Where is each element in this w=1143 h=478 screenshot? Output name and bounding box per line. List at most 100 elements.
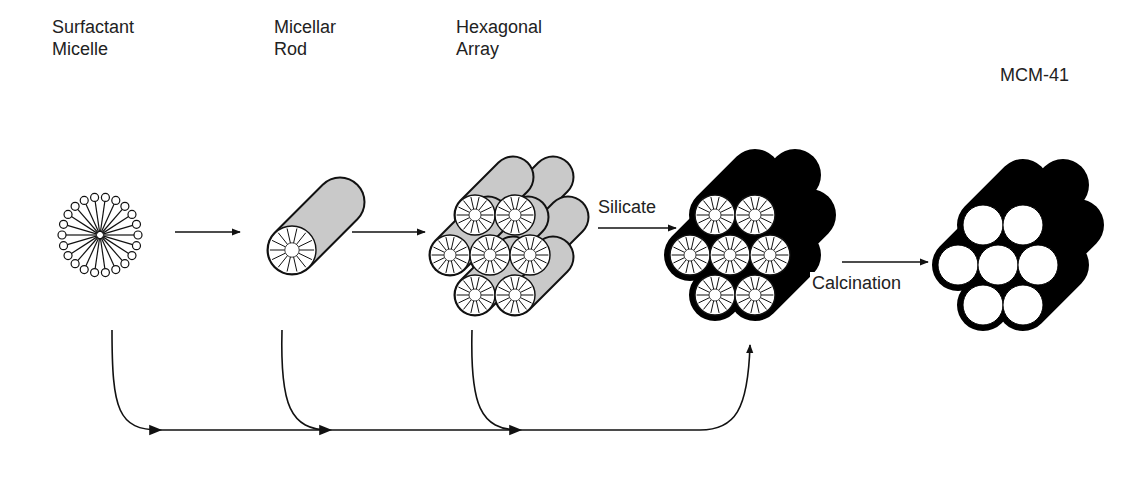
surfactant-tail [67, 236, 97, 245]
stroke [691, 237, 694, 249]
stroke [775, 247, 786, 252]
stroke [719, 241, 727, 251]
surfactant-tail [95, 201, 99, 232]
surfactant-head [60, 220, 68, 228]
stroke [753, 247, 764, 252]
empty-pore [1003, 205, 1043, 245]
rod-core [709, 289, 721, 301]
stroke [698, 218, 709, 223]
surfactant-head [121, 260, 129, 268]
micellar-rod [268, 202, 340, 274]
stroke [272, 253, 285, 259]
empty-pore [963, 285, 1003, 325]
stroke [464, 201, 472, 211]
step-label: Calcination [810, 272, 903, 294]
stroke [495, 258, 506, 263]
rod-core [509, 289, 521, 301]
stroke [672, 255, 684, 256]
stroke [471, 221, 474, 233]
rod-core [484, 249, 496, 261]
surfactant-head [64, 252, 72, 260]
stroke [704, 220, 712, 230]
stroke [446, 237, 449, 249]
stroke [520, 207, 531, 212]
stroke [498, 207, 509, 212]
stroke [526, 261, 529, 273]
stroke [771, 261, 774, 273]
stroke [464, 220, 472, 230]
stroke [519, 220, 527, 230]
stroke [298, 253, 311, 259]
stroke [738, 218, 749, 223]
rod-core [764, 249, 776, 261]
stroke [711, 301, 714, 313]
stroke [521, 295, 533, 296]
stroke [744, 300, 752, 310]
rod-end-face [455, 275, 495, 315]
stroke [673, 247, 684, 252]
rod-end-face [750, 235, 790, 275]
stroke [472, 255, 484, 256]
stroke [759, 220, 767, 230]
rod-end-face [470, 235, 510, 275]
stroke [720, 298, 731, 303]
surfactant-head [80, 196, 88, 204]
stroke [760, 287, 771, 292]
stroke [479, 220, 487, 230]
stage-label: Hexagonal Array [456, 16, 566, 60]
stroke [734, 260, 742, 270]
stroke [504, 281, 512, 291]
stroke [686, 237, 689, 249]
stroke [519, 300, 527, 310]
rod-end-face [268, 226, 316, 274]
stroke [287, 257, 290, 272]
stroke [719, 201, 727, 211]
surfactant-tail [103, 237, 129, 254]
stroke [519, 281, 527, 291]
stroke [491, 237, 494, 249]
stroke [513, 258, 524, 263]
stroke [481, 215, 493, 216]
rod-core [444, 249, 456, 261]
stroke [756, 277, 759, 289]
surfactant-head [112, 266, 120, 274]
stroke [719, 260, 727, 270]
stroke [504, 201, 512, 211]
rod-core [724, 249, 736, 261]
surfactant-head [101, 193, 109, 201]
stroke [516, 221, 519, 233]
hexagonal-array [430, 177, 568, 315]
stroke [476, 277, 479, 289]
surfactant-head [64, 210, 72, 218]
stroke [531, 237, 534, 249]
stroke [704, 201, 712, 211]
stroke [486, 261, 489, 273]
stroke [491, 261, 494, 273]
stroke [294, 228, 297, 243]
rod-core [285, 243, 299, 257]
surfactant-head [121, 202, 129, 210]
surfactant-tail [66, 234, 97, 235]
stroke [486, 237, 489, 249]
stroke [734, 241, 742, 251]
stroke [458, 207, 469, 212]
stroke [713, 247, 724, 252]
surfactant-tail [95, 238, 99, 269]
stroke [494, 260, 502, 270]
stroke [756, 197, 759, 209]
stroke [296, 233, 305, 245]
surfactant-head [71, 202, 79, 210]
stroke [519, 260, 527, 270]
stroke [458, 287, 469, 292]
surfactant-tail [101, 204, 114, 232]
stroke [536, 255, 548, 256]
stroke [719, 220, 727, 230]
stroke [695, 258, 706, 263]
stroke [496, 255, 508, 256]
surfactant-tail [102, 237, 122, 260]
stroke [698, 207, 709, 212]
stroke [686, 261, 689, 273]
stroke [697, 295, 709, 296]
stroke [480, 298, 491, 303]
stroke [761, 215, 773, 216]
